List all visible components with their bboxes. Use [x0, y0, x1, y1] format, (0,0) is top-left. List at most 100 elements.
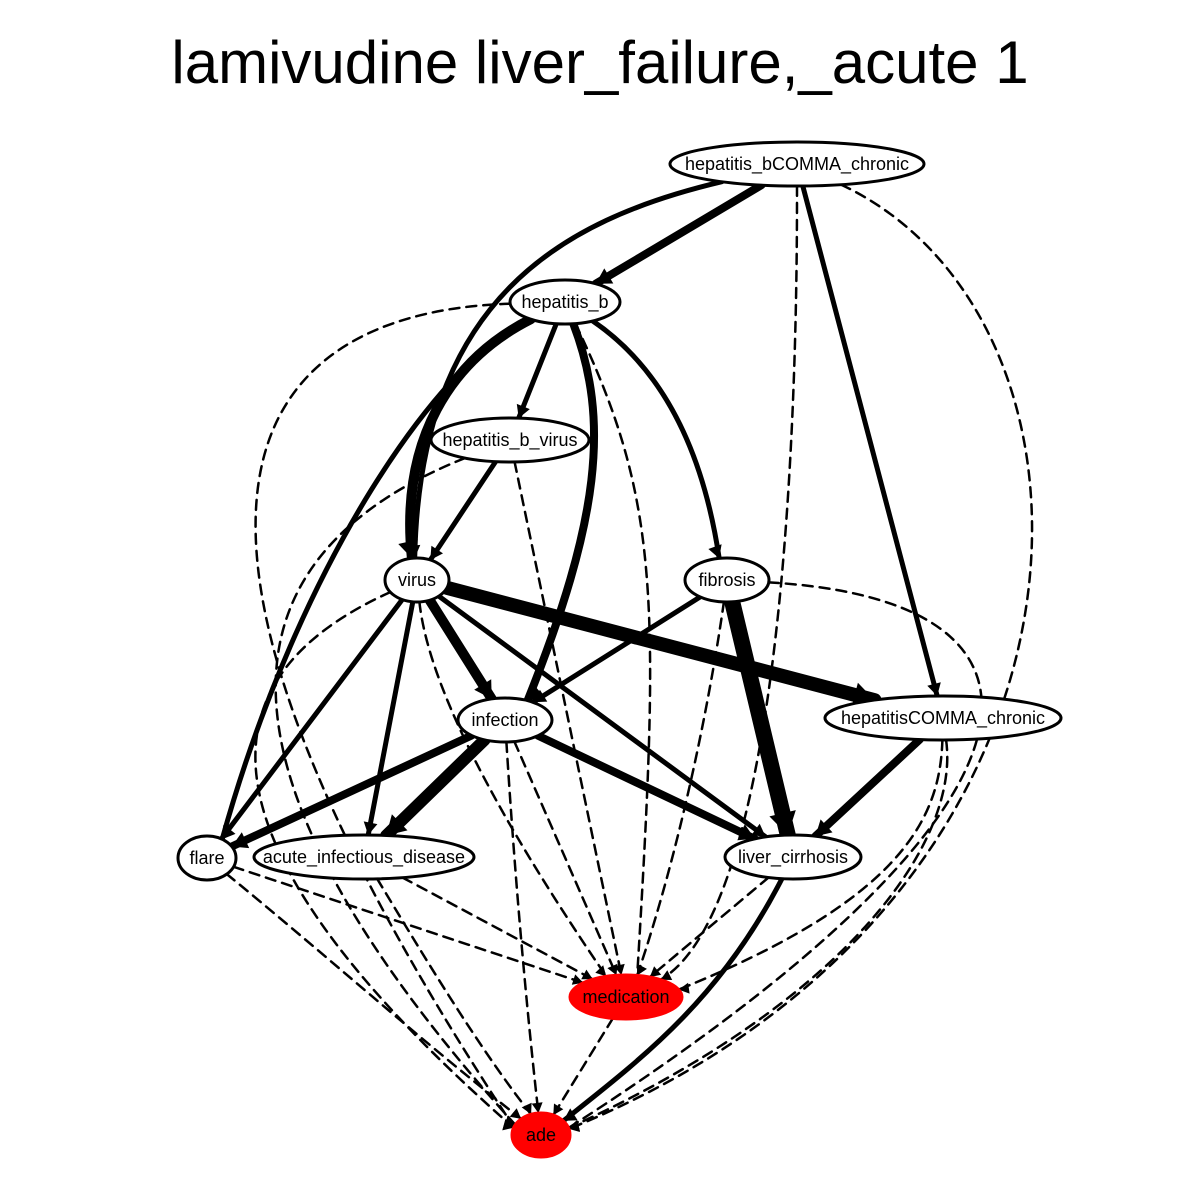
- edge-infection-to-flare: [227, 731, 476, 851]
- edge-flare-to-ade: [225, 872, 523, 1121]
- arrowhead-hepatitis_b-to-hepatitis_b_virus: [516, 403, 530, 419]
- edge-liver_cirrhosis-to-ade: [560, 876, 785, 1124]
- edge-hepatitisCOMMA_chronic-to-medication: [677, 738, 944, 991]
- edge-hepatitis_b-to-hepatitis_b_virus: [516, 321, 559, 421]
- node-hepatitis_b_virus: hepatitis_b_virus: [429, 416, 591, 464]
- arrowhead-hepatitis_bCOMMA_chronic-to-hepatitisCOMMA_chronic: [927, 682, 941, 696]
- arrowhead-infection-to-liver_cirrhosis: [737, 824, 755, 841]
- edge-virus-to-hepatitisCOMMA_chronic: [439, 580, 882, 708]
- arrowhead-liver_cirrhosis-to-medication: [649, 966, 662, 978]
- node-label-liver_cirrhosis: liver_cirrhosis: [738, 847, 848, 868]
- edges-layer: [218, 179, 1034, 1132]
- edge-infection-to-liver_cirrhosis: [534, 731, 759, 843]
- node-infection: infection: [456, 696, 554, 744]
- arrowhead-infection-to-acute_infectious_disease: [386, 814, 408, 836]
- node-shape-ade: [510, 1111, 572, 1159]
- edge-acute_infectious_disease-to-ade: [375, 877, 533, 1116]
- node-label-hepatitis_b: hepatitis_b: [521, 292, 608, 313]
- node-label-flare: flare: [189, 848, 224, 868]
- node-fibrosis: fibrosis: [683, 556, 771, 604]
- arrowhead-medication-to-ade: [553, 1103, 564, 1116]
- arrowhead-hepatitis_bCOMMA_chronic-to-medication: [660, 970, 673, 980]
- edge-virus-to-liver_cirrhosis: [436, 593, 769, 840]
- arrowhead-acute_infectious_disease-to-ade: [521, 1102, 532, 1115]
- edge-medication-to-ade: [552, 1017, 615, 1117]
- arrowhead-virus-to-flare: [221, 824, 235, 839]
- edge-fibrosis-to-ade: [567, 581, 984, 1130]
- node-acute_infectious_disease: acute_infectious_disease: [252, 833, 476, 881]
- node-shape-hepatitisCOMMA_chronic: [823, 694, 1063, 742]
- arrowhead-virus-to-liver_cirrhosis: [751, 823, 766, 837]
- arrowhead-hepatitis_b-to-virus: [398, 539, 418, 559]
- edge-hepatitis_b_virus-to-medication: [513, 460, 623, 977]
- node-shape-liver_cirrhosis: [723, 833, 863, 881]
- node-virus: virus: [383, 556, 451, 604]
- arrowhead-infection-to-ade: [531, 1102, 543, 1114]
- node-shape-hepatitis_b: [508, 278, 622, 326]
- edge-hepatitis_b-to-fibrosis: [590, 318, 722, 561]
- arrowhead-infection-to-flare: [231, 832, 250, 849]
- node-shape-hepatitis_bCOMMA_chronic: [668, 140, 926, 188]
- edge-hepatitis_b-to-infection: [523, 319, 598, 705]
- edge-hepatitisCOMMA_chronic-to-ade: [567, 738, 949, 1130]
- node-liver_cirrhosis: liver_cirrhosis: [723, 833, 863, 881]
- node-shape-fibrosis: [683, 556, 771, 604]
- page-title: lamivudine liver_failure,_acute 1: [171, 29, 1029, 96]
- node-shape-acute_infectious_disease: [252, 833, 476, 881]
- node-label-hepatitis_bCOMMA_chronic: hepatitis_bCOMMA_chronic: [685, 154, 909, 175]
- edge-liver_cirrhosis-to-medication: [648, 876, 770, 979]
- arrowhead-hepatitisCOMMA_chronic-to-liver_cirrhosis: [815, 819, 833, 837]
- edge-virus-to-ade: [254, 590, 515, 1129]
- node-label-infection: infection: [471, 710, 538, 730]
- arrowhead-liver_cirrhosis-to-ade: [563, 1108, 578, 1121]
- arrowhead-flare-to-ade: [509, 1108, 522, 1119]
- edge-hepatitis_b_virus-to-ade: [274, 456, 517, 1127]
- node-label-hepatitisCOMMA_chronic: hepatitisCOMMA_chronic: [841, 708, 1045, 729]
- node-label-virus: virus: [398, 570, 436, 590]
- arrowhead-flare-to-medication: [571, 974, 584, 985]
- edge-fibrosis-to-infection: [530, 594, 703, 705]
- arrowhead-hepatitis_b-to-fibrosis: [708, 544, 722, 559]
- node-label-medication: medication: [582, 987, 669, 1007]
- node-shape-hepatitis_b_virus: [429, 416, 591, 464]
- arrowhead-hepatitisCOMMA_chronic-to-ade: [568, 1120, 580, 1131]
- arrowhead-virus-to-infection: [474, 679, 492, 699]
- node-label-ade: ade: [526, 1125, 556, 1145]
- nodes-layer: hepatitis_bCOMMA_chronic hepatitis_bhepat…: [176, 140, 1063, 1159]
- node-shape-infection: [456, 696, 554, 744]
- edge-hepatitis_bCOMMA_chronic-to-ade: [567, 183, 1034, 1131]
- edge-hepatitisCOMMA_chronic-to-liver_cirrhosis: [811, 735, 924, 841]
- arrowhead-hepatitis_b_virus-to-virus: [430, 545, 443, 560]
- arrowhead-fibrosis-to-infection: [533, 689, 548, 703]
- node-medication: medication: [568, 973, 684, 1021]
- node-shape-medication: [568, 973, 684, 1021]
- node-label-acute_infectious_disease: acute_infectious_disease: [263, 847, 465, 868]
- edge-virus-to-acute_infectious_disease: [365, 599, 416, 838]
- edge-virus-to-infection: [424, 595, 497, 704]
- arrowhead-fibrosis-to-medication: [637, 963, 647, 976]
- node-shape-virus: [383, 556, 451, 604]
- edge-hepatitis_b-to-flare: [219, 316, 532, 842]
- arrowhead-virus-to-ade: [502, 1119, 514, 1131]
- edge-acute_infectious_disease-to-medication: [401, 876, 595, 981]
- edge-virus-to-flare: [218, 597, 405, 842]
- node-shape-flare: [176, 834, 238, 882]
- node-hepatitis_b: hepatitis_b: [508, 278, 622, 326]
- arrowhead-hepatitisCOMMA_chronic-to-medication: [678, 982, 690, 994]
- node-ade: ade: [510, 1111, 572, 1159]
- node-flare: flare: [176, 834, 238, 882]
- edge-flare-to-medication: [232, 865, 585, 985]
- node-label-fibrosis: fibrosis: [698, 570, 755, 590]
- arrowhead-hepatitis_bCOMMA_chronic-to-hepatitis_b: [595, 268, 614, 284]
- edge-virus-to-medication: [418, 600, 608, 978]
- arrowhead-fibrosis-to-liver_cirrhosis: [769, 810, 796, 836]
- edge-hepatitis_bCOMMA_chronic-to-virus: [412, 179, 725, 561]
- edge-infection-to-acute_infectious_disease: [380, 733, 491, 842]
- edge-infection-to-ade: [505, 740, 540, 1115]
- edge-infection-to-medication: [513, 740, 618, 977]
- arrowhead-infection-to-medication: [607, 963, 618, 976]
- arrowhead-virus-to-acute_infectious_disease: [363, 821, 378, 835]
- edge-fibrosis-to-medication: [635, 600, 726, 977]
- edge-hepatitis_bCOMMA_chronic-to-hepatitisCOMMA_chronic: [800, 183, 940, 699]
